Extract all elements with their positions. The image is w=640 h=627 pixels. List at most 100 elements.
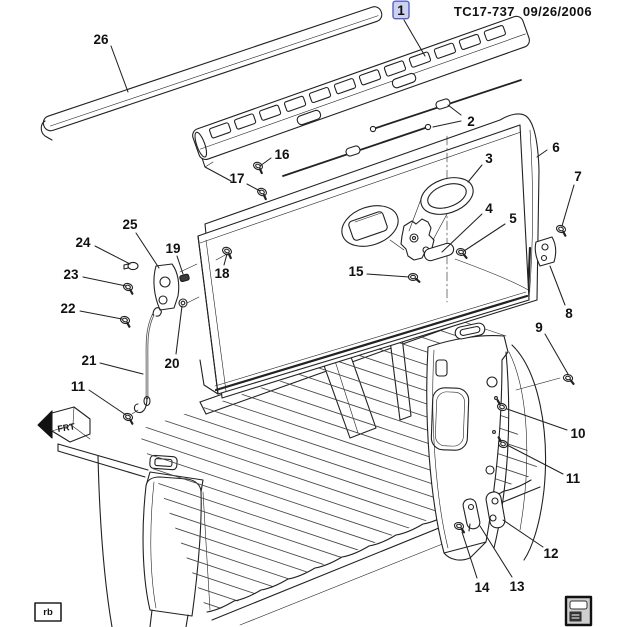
callout-1[interactable]: 1	[397, 3, 405, 18]
callout-11[interactable]: 11	[71, 379, 86, 394]
leader-line-14	[461, 531, 478, 579]
bolt-9	[561, 372, 576, 385]
bed-floor-rib	[138, 430, 540, 614]
callout-25[interactable]: 25	[122, 217, 138, 232]
drawing-number: TC17-737	[454, 4, 515, 19]
leader-line-19	[176, 255, 184, 275]
callout-23[interactable]: 23	[63, 267, 79, 282]
stake-pocket-right	[459, 325, 481, 337]
bed-floor-rib	[138, 495, 540, 614]
cap-slot	[333, 78, 357, 95]
hinge-pin-13	[462, 498, 481, 530]
leader-line-7	[561, 184, 575, 227]
callout-19[interactable]: 19	[165, 241, 180, 256]
callout-24[interactable]: 24	[75, 235, 91, 250]
leader-line-24	[94, 245, 131, 265]
callout-8[interactable]: 8	[565, 306, 573, 321]
bed-floor-rib	[138, 404, 540, 606]
leader-line-9	[544, 333, 569, 375]
callout-9[interactable]: 9	[535, 320, 543, 335]
callout-4[interactable]: 4	[485, 201, 493, 216]
leader-line-11	[506, 444, 564, 475]
callout-16[interactable]: 16	[274, 147, 290, 162]
callout-21[interactable]: 21	[81, 353, 97, 368]
screw-17	[254, 185, 271, 201]
right-rear-pillar	[417, 319, 561, 561]
access-hole-3	[420, 177, 474, 215]
callout-26[interactable]: 26	[93, 32, 109, 47]
bushing-20	[178, 298, 188, 308]
author-tag: rb	[34, 602, 62, 622]
callout-11[interactable]: 11	[566, 471, 581, 486]
leader-line-8	[549, 265, 566, 306]
callout-5[interactable]: 5	[509, 211, 517, 226]
left-latch-assembly	[117, 261, 200, 425]
bed-floor-rib	[138, 322, 540, 489]
part-1-tailgate-cap	[192, 15, 530, 161]
bed-floor-rib	[138, 456, 540, 614]
handle-opening	[341, 205, 399, 247]
leader-line-2	[432, 120, 462, 128]
part-2-latch-rods	[282, 79, 522, 177]
leader-line-13	[479, 525, 513, 578]
leader-line-4	[441, 213, 483, 253]
callout-2[interactable]: 2	[467, 114, 475, 129]
callout-3[interactable]: 3	[485, 151, 493, 166]
lower-right-hinge	[452, 491, 506, 534]
callout-15[interactable]: 15	[348, 264, 364, 279]
callout-6[interactable]: 6	[552, 140, 560, 155]
callout-20[interactable]: 20	[164, 356, 179, 371]
callout-14[interactable]: 14	[474, 580, 490, 595]
bed-left-side	[57, 443, 178, 627]
bed-floor-rib	[138, 417, 540, 614]
bed-floor-rib	[138, 322, 540, 463]
hinge-bracket-12	[485, 491, 506, 529]
bolt-23	[120, 281, 137, 295]
clip-19	[179, 273, 190, 283]
leader-line-20	[175, 305, 183, 355]
callout-22[interactable]: 22	[60, 301, 75, 316]
callout-7[interactable]: 7	[574, 169, 582, 184]
callout-18[interactable]: 18	[214, 266, 230, 281]
leader-line-18	[223, 253, 228, 266]
part-26-cap-molding	[40, 6, 383, 141]
leader-line-5	[463, 223, 506, 252]
callout-13[interactable]: 13	[509, 579, 525, 594]
cap-slot	[408, 51, 432, 68]
leader-line-23	[82, 276, 127, 287]
front-direction-arrow: FRT	[37, 406, 91, 443]
cap-slot	[308, 86, 332, 104]
leader-line-26	[110, 45, 129, 93]
author-tag-label: rb	[43, 607, 53, 618]
cap-slot	[383, 60, 407, 77]
bed-floor-rib	[138, 521, 540, 614]
cap-slot	[234, 113, 257, 130]
leader-line-6	[536, 149, 548, 158]
document-icon	[564, 595, 593, 627]
front-direction-label: FRT	[57, 421, 76, 434]
bolt-22	[117, 314, 134, 328]
cap-slot	[258, 104, 282, 121]
cap-slot	[283, 95, 307, 112]
leader-line-12	[502, 519, 544, 548]
tail-light-pillar	[142, 471, 211, 627]
leader-line-21	[99, 362, 144, 375]
cap-slot	[483, 25, 506, 42]
callout-12[interactable]: 12	[543, 546, 558, 561]
leader-line-3	[467, 164, 483, 183]
leader-line-25	[135, 232, 160, 269]
leader-line-11	[88, 389, 127, 416]
callout-10[interactable]: 10	[570, 426, 585, 441]
screw-16	[250, 159, 267, 175]
tailgate-assembly	[196, 113, 570, 399]
cap-slot	[458, 33, 482, 50]
leader-line-1	[403, 19, 426, 57]
leader-line-15	[366, 273, 410, 278]
callout-highlight	[392, 0, 410, 20]
bed-floor-rib	[138, 322, 540, 476]
drawing-title: TC17-737 09/26/2006	[454, 4, 592, 19]
drawing-date: 09/26/2006	[523, 4, 592, 19]
callout-17[interactable]: 17	[229, 171, 244, 186]
